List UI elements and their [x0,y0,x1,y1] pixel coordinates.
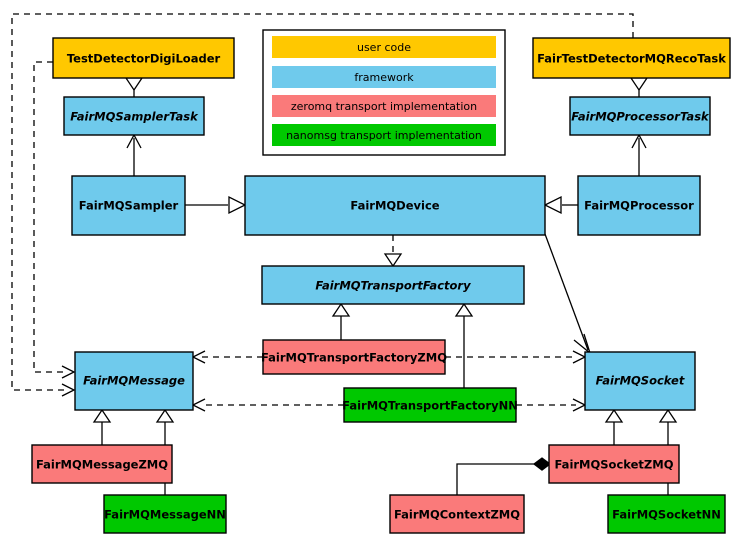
edge-contextzmq-to-socketzmq [456,457,552,495]
legend-item-zeromq: zeromq transport implementation [272,95,496,117]
node-fairmqmessage[interactable]: FairMQMessage [74,351,194,411]
legend-swatch-framework [272,66,496,88]
node-fairmqcontextzmq[interactable]: FairMQContextZMQ [389,494,525,534]
node-label: FairMQSampler [79,199,179,213]
node-label: FairMQMessage [83,374,185,388]
node-box[interactable] [74,351,194,411]
node-fairmqsocket[interactable]: FairMQSocket [584,351,696,411]
node-label: TestDetectorDigiLoader [67,52,221,66]
node-label: FairMQTransportFactoryZMQ [261,351,447,365]
edge-socketzmq-to-socket [604,408,624,445]
edge-samplertask-to-digiloader [124,77,144,97]
legend: user code framework zeromq transport imp… [262,29,506,156]
node-label: FairMQContextZMQ [394,508,520,522]
node-box[interactable] [63,96,205,136]
legend-swatch-user-code [272,36,496,58]
node-fairmqsamplertask[interactable]: FairMQSamplerTask [63,96,205,136]
node-fairmqmessagenn[interactable]: FairMQMessageNN [103,494,227,534]
edge-digiloader-to-message [33,61,76,379]
node-fairmqtransportfactory[interactable]: FairMQTransportFactory [261,265,525,305]
legend-label-user-code: user code [357,41,411,54]
edge-processortask-to-recotask [629,77,649,97]
node-fairmqsampler[interactable]: FairMQSampler [71,175,186,236]
node-fairmqtransportfactoryzmq[interactable]: FairMQTransportFactoryZMQ [261,339,447,375]
node-label: FairMQSocketNN [612,508,721,522]
legend-item-framework: framework [272,66,496,88]
node-label: FairMQProcessorTask [571,110,710,124]
node-box[interactable] [607,494,726,534]
node-label: FairMQTransportFactory [315,279,471,293]
edge-tfnn-to-socket [516,398,587,412]
legend-label-zeromq: zeromq transport implementation [291,100,477,113]
edge-tfzmq-to-socket [445,350,587,364]
node-fairmqsocketnn[interactable]: FairMQSocketNN [607,494,726,534]
edge-device-to-transportfactory [383,235,403,268]
node-fairmqprocessortask[interactable]: FairMQProcessorTask [569,96,711,136]
edge-tfnn-to-message [191,398,344,412]
edge-sampler-to-samplertask [126,133,142,176]
legend-item-nanomsg: nanomsg transport implementation [272,124,496,146]
node-box[interactable] [31,444,173,484]
edge-processor-to-processortask [631,133,647,176]
node-fairmqdevice[interactable]: FairMQDevice [244,175,546,236]
edge-recotask-to-message [11,13,634,397]
node-label: FairMQMessageZMQ [36,458,168,472]
node-fairmqtransportfactorynn[interactable]: FairMQTransportFactoryNN [342,387,518,423]
legend-swatch-zeromq [272,95,496,117]
node-label: FairMQSocketZMQ [555,458,674,472]
edge-processor-to-device [543,195,578,215]
legend-label-nanomsg: nanomsg transport implementation [286,129,482,142]
node-label: FairMQTransportFactoryNN [342,399,518,413]
legend-item-user-code: user code [272,36,496,58]
node-layer: TestDetectorDigiLoader FairTestDetectorM… [31,37,731,534]
node-label: FairTestDetectorMQRecoTask [537,52,726,66]
node-testdetectordigiloader[interactable]: TestDetectorDigiLoader [52,37,235,79]
node-label: FairMQSamplerTask [70,110,199,124]
edge-tfnn-to-transportfactory [454,302,474,388]
node-fairmqprocessor[interactable]: FairMQProcessor [577,175,701,236]
node-box[interactable] [569,96,711,136]
node-label: FairMQProcessor [584,199,694,213]
node-box[interactable] [577,175,701,236]
node-box[interactable] [389,494,525,534]
node-box[interactable] [262,339,446,375]
legend-label-framework: framework [354,71,414,84]
node-label: FairMQSocket [596,374,685,388]
node-box[interactable] [52,37,235,79]
node-fairtestdetectormqrecotask[interactable]: FairTestDetectorMQRecoTask [532,37,731,79]
edge-device-to-socket [544,233,592,355]
node-fairmqsocketzmq[interactable]: FairMQSocketZMQ [548,444,680,484]
edge-messagezmq-to-message [92,408,112,445]
node-label: FairMQMessageNN [104,508,226,522]
legend-swatch-nanomsg [272,124,496,146]
node-box[interactable] [244,175,546,236]
node-label: FairMQDevice [350,199,439,213]
edge-sampler-to-device [185,195,247,215]
node-box[interactable] [548,444,680,484]
edge-tfzmq-to-transportfactory [331,302,351,340]
node-box[interactable] [532,37,731,79]
edge-tfzmq-to-message [191,350,263,364]
node-fairmqmessagezmq[interactable]: FairMQMessageZMQ [31,444,173,484]
node-box[interactable] [71,175,186,236]
node-box[interactable] [584,351,696,411]
node-box[interactable] [343,387,517,423]
node-box[interactable] [103,494,227,534]
node-box[interactable] [261,265,525,305]
